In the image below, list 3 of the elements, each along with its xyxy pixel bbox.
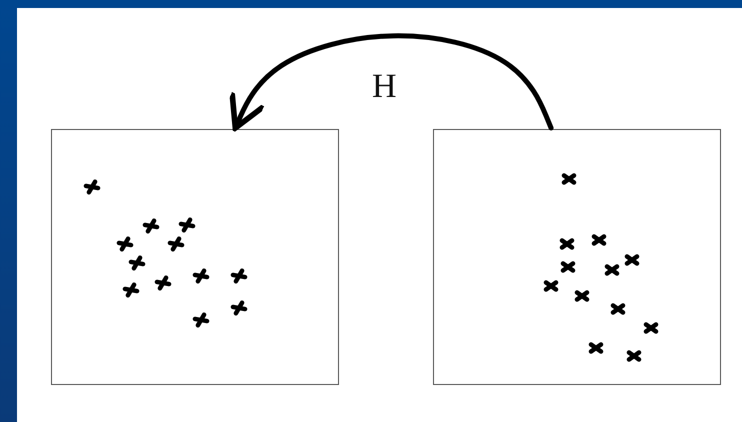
curved-arrow bbox=[229, 33, 554, 131]
plot-panel bbox=[433, 129, 721, 385]
plot-panel bbox=[51, 129, 339, 385]
